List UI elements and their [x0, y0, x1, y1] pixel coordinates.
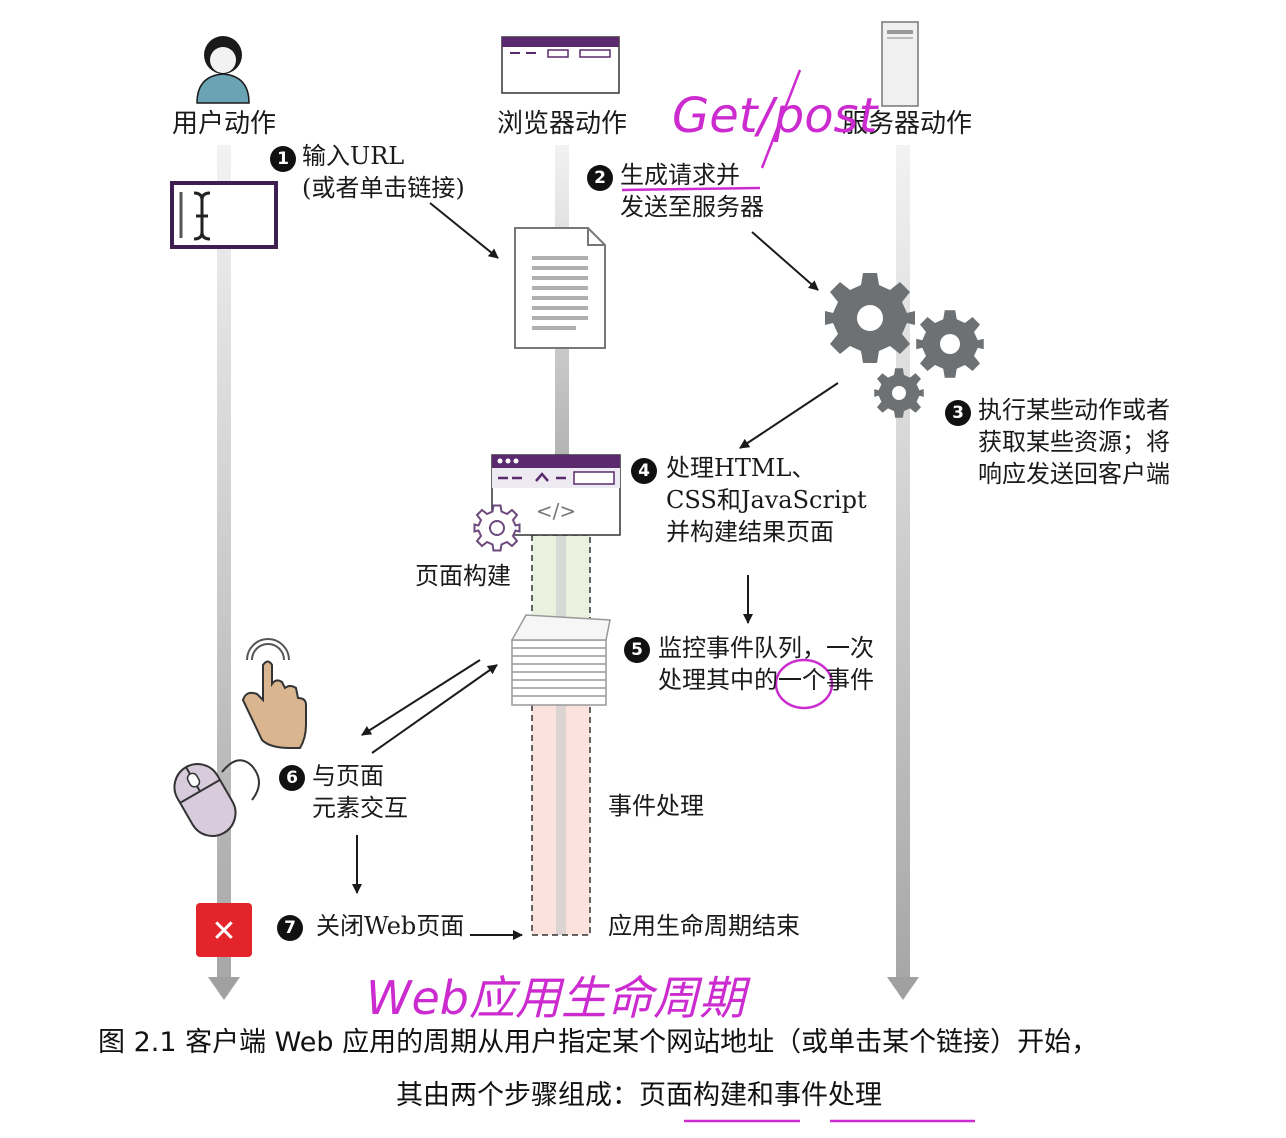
build-phase-column: [531, 534, 591, 936]
lane-user: [208, 145, 240, 1000]
arrow-request-to-server: [751, 231, 819, 291]
lane-server: [887, 145, 919, 1000]
step-6-label: 与页面 元素交互: [312, 762, 408, 822]
text-input-icon: [170, 181, 278, 249]
step-2-badge: 2: [587, 165, 613, 191]
caption-event-handling: 事件处理: [774, 1080, 882, 1111]
step-4-badge: 4: [631, 458, 657, 484]
handwritten-circle: [774, 658, 834, 710]
lane-header-browser: 浏览器动作: [497, 109, 628, 139]
handwritten-slash: [760, 69, 802, 169]
step-2-label: 生成请求并 发送至服务器: [620, 161, 764, 221]
user-icon: [196, 36, 250, 104]
step-3-label: 执行某些动作或者 获取某些资源；将 响应发送回客户端: [978, 396, 1170, 488]
document-icon: [514, 227, 606, 349]
arrow-response-to-browser: [739, 382, 839, 449]
gear-small-icon: [874, 368, 924, 418]
arrow-user-to-queue: [371, 664, 498, 754]
handwritten-get-post: Get/post: [672, 88, 878, 144]
step-5-badge: 5: [624, 637, 650, 663]
phase-event-handling-label: 事件处理: [608, 792, 704, 820]
lane-header-user: 用户动作: [172, 109, 277, 139]
gear-large-icon: [825, 273, 915, 363]
handwritten-marks: [621, 69, 975, 1123]
mouse-icon: [173, 759, 260, 837]
arrow-url-to-request: [429, 202, 499, 259]
figure-caption-line1: 图 2.1 客户端 Web 应用的周期从用户指定某个网站地址（或单击某个链接）开…: [98, 1027, 1099, 1058]
event-queue-icon: [510, 614, 611, 706]
step-7-label: 关闭Web页面: [316, 912, 465, 940]
handwritten-underline-step2: [621, 186, 761, 192]
step-7-badge: 7: [277, 915, 303, 941]
figure-caption-line2: 其由两个步骤组成：页面构建和事件处理: [396, 1078, 882, 1114]
pointing-hand-icon: [241, 638, 307, 749]
phase-page-build-label: 页面构建: [415, 562, 511, 590]
caption-and: 和: [747, 1080, 774, 1111]
arrow-queue-to-user: [361, 659, 481, 736]
page-build-gear-icon: [473, 504, 521, 552]
code-tag-text: </>: [536, 499, 576, 523]
gear-medium-icon: [916, 310, 984, 378]
close-icon: ✕: [196, 903, 252, 957]
step-4-label: 处理HTML、 CSS和JavaScript 并构建结果页面: [666, 454, 867, 546]
browser-window-icon: [501, 36, 620, 94]
lane-header-server: 服务器动作: [842, 109, 973, 139]
step-6-badge: 6: [279, 765, 305, 791]
step-1-label: 输入URL (或者单击链接): [302, 142, 465, 202]
phase-lifecycle-end-label: 应用生命周期结束: [608, 912, 800, 940]
step-5-label: 监控事件队列，一次 处理其中的一个事件: [658, 634, 874, 694]
step-1-badge: 1: [270, 146, 296, 172]
handwritten-lifecycle: Web应用生命周期: [366, 971, 745, 1025]
svg-text:✕: ✕: [211, 914, 236, 949]
caption-page-build: 页面构建: [639, 1080, 747, 1111]
caption-prefix: 其由两个步骤组成：: [396, 1080, 639, 1111]
browser-render-icon: </>: [491, 454, 621, 536]
server-icon: [881, 21, 919, 107]
step-3-badge: 3: [945, 400, 971, 426]
